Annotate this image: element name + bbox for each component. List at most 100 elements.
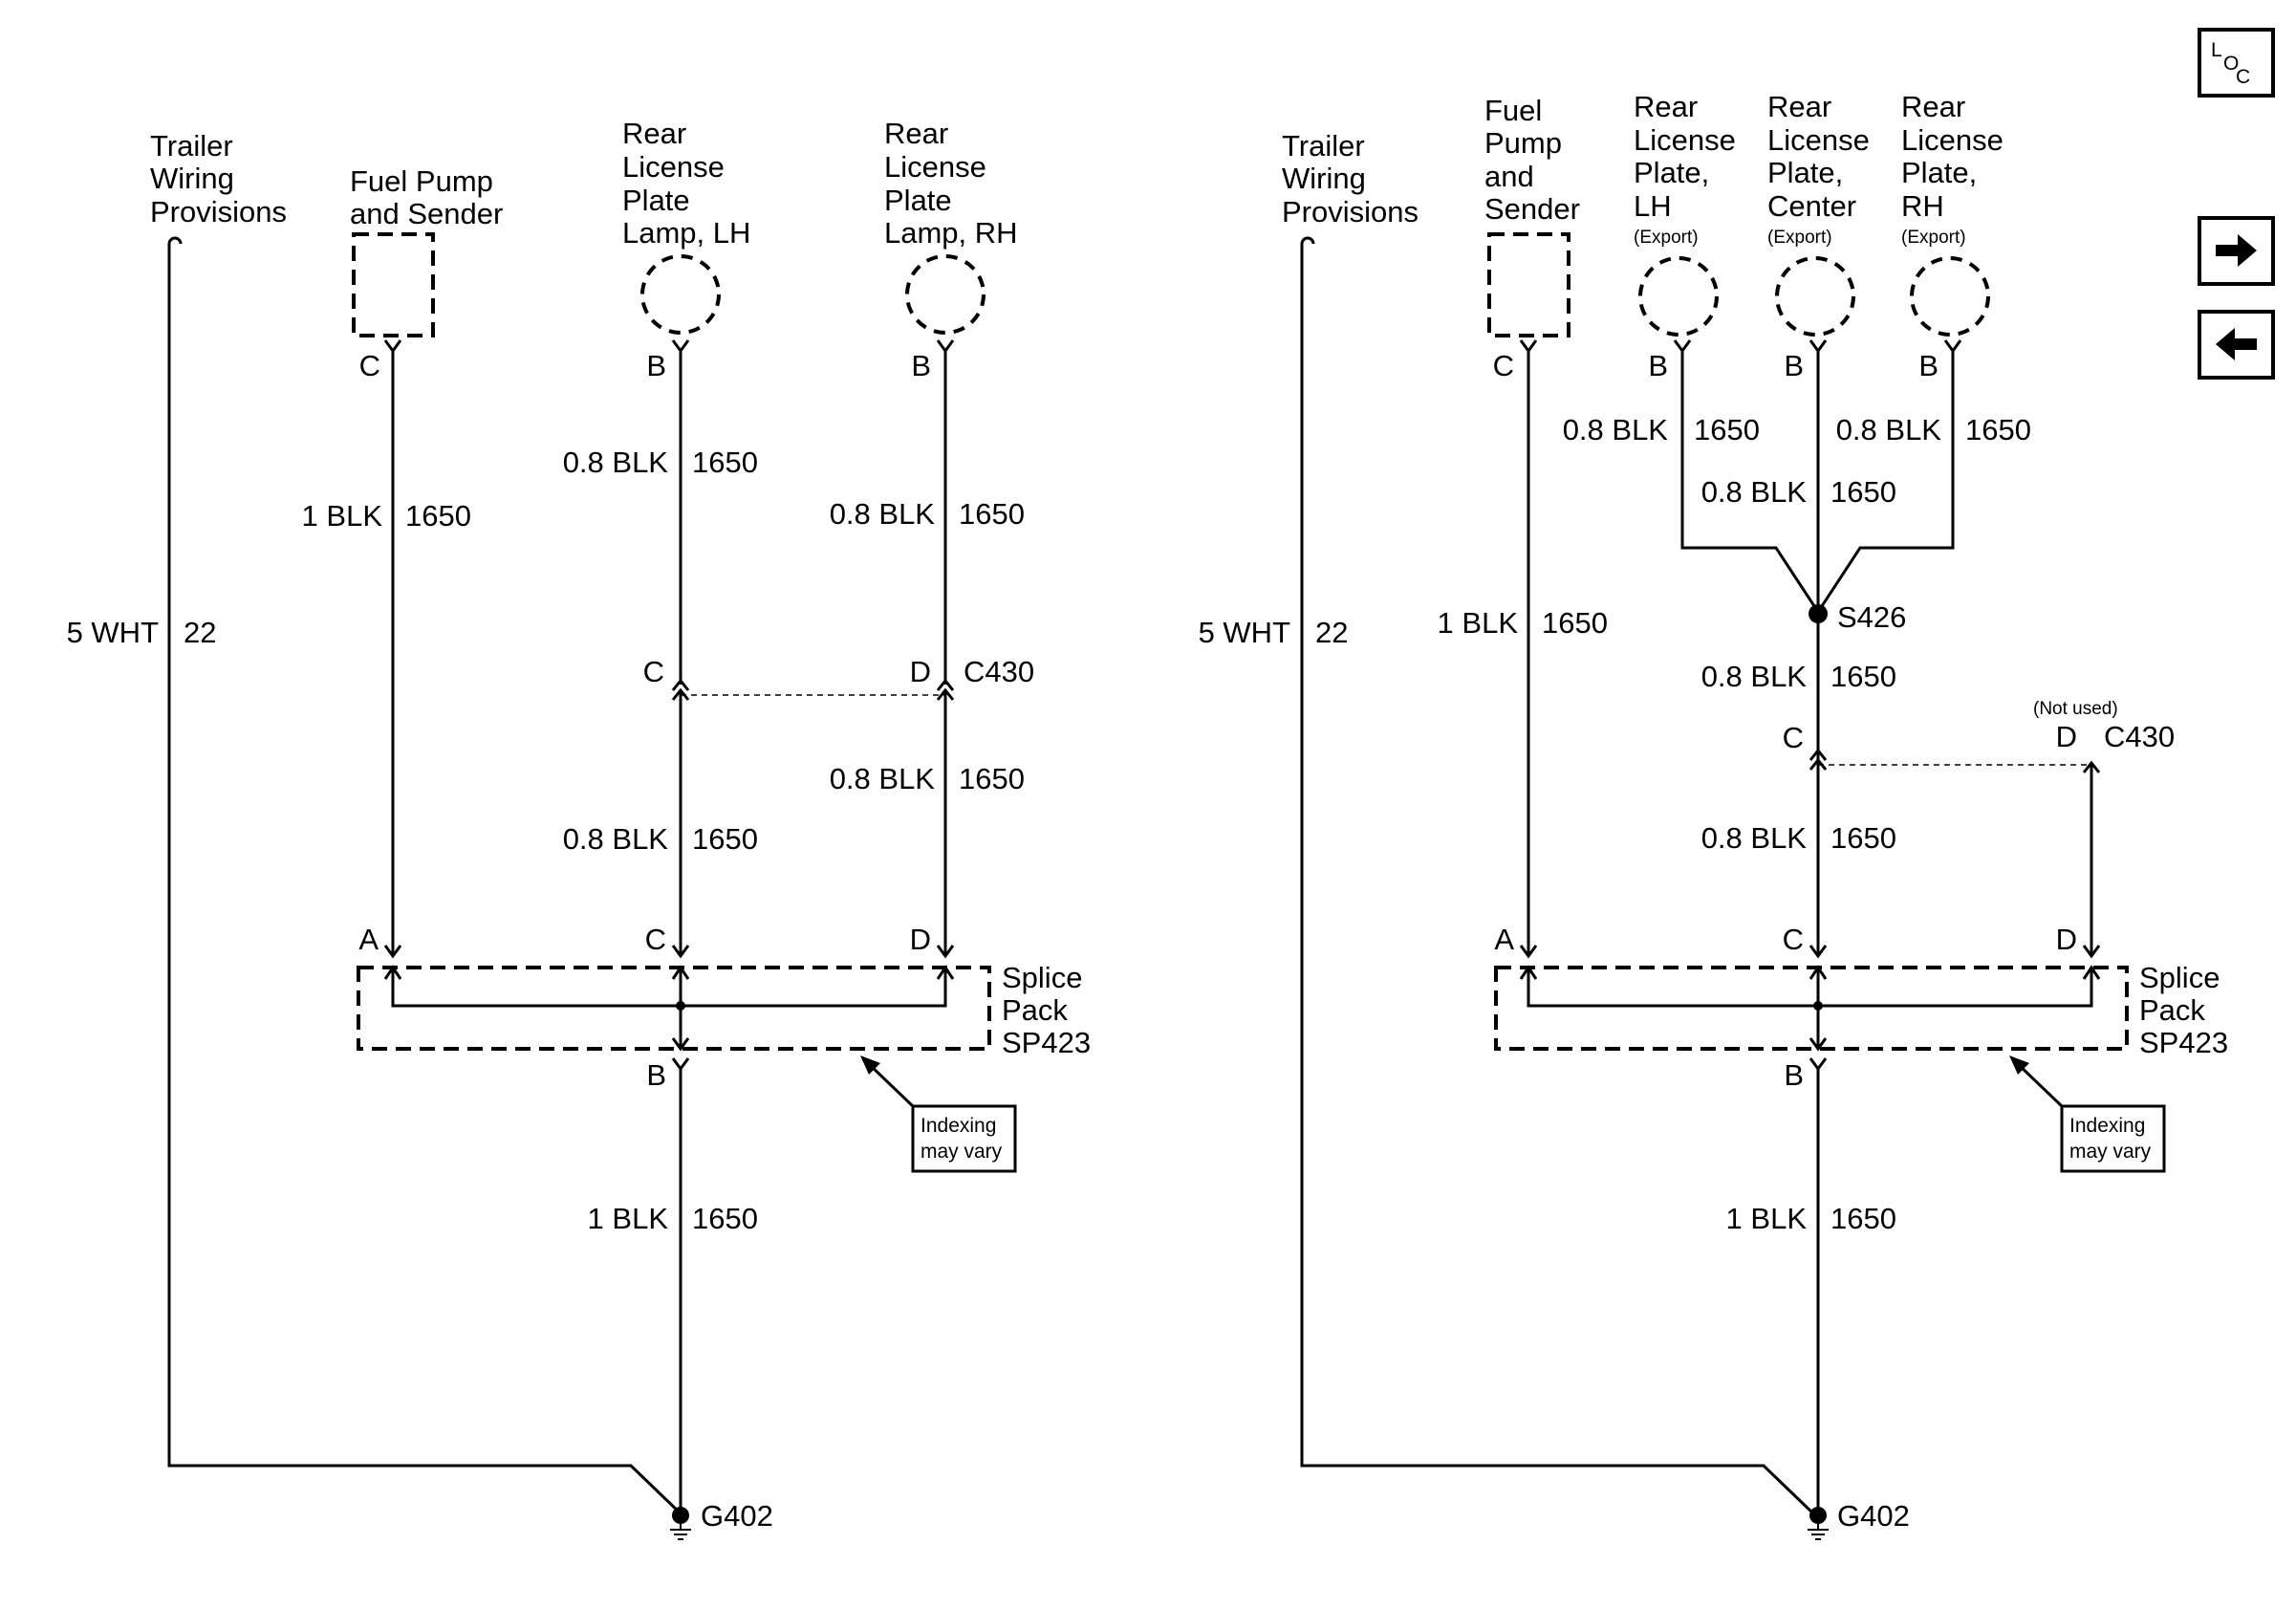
left-trailer-label-1: Trailer <box>150 129 233 163</box>
left-sp-label-1: Splice <box>1002 961 1082 994</box>
left-sp-label-3: SP423 <box>1002 1026 1091 1059</box>
left-fuel-wire-circuit: 1650 <box>405 499 471 533</box>
right-trailer-label-1: Trailer <box>1282 129 1365 163</box>
left-lh-lower-circuit: 1650 <box>692 822 758 856</box>
back-button[interactable] <box>2198 310 2275 380</box>
left-note-text-1: Indexing <box>921 1115 996 1137</box>
right-ground-wire-size: 1 BLK <box>1726 1202 1808 1235</box>
right-sp-pin-b <box>1809 1056 1828 1071</box>
loc-icon: L O C <box>2211 39 2250 88</box>
left-note-text-2: may vary <box>921 1141 1003 1163</box>
left-fuel-pin <box>383 338 402 353</box>
left-lh-upper-size: 0.8 BLK <box>563 446 669 479</box>
left-fuel-pin-label: C <box>359 349 380 382</box>
left-rh-upper-circuit: 1650 <box>959 497 1025 531</box>
left-sp-junction <box>676 1001 685 1011</box>
left-c430-label: C430 <box>964 655 1034 688</box>
right-sp-bus <box>1527 968 2093 1008</box>
right-sp-pin-c-label: C <box>1783 923 1804 956</box>
right-center-wire-size: 0.8 BLK <box>1701 475 1808 509</box>
right-plate-lh-label-3: Plate, <box>1634 156 1709 189</box>
right-plate-rh-label-1: Rear <box>1901 90 1965 123</box>
right-plate-rh-export: (Export) <box>1901 228 1966 248</box>
right-c430-pin-d-label: D <box>2056 720 2077 753</box>
right-plate-center-export: (Export) <box>1767 228 1832 248</box>
right-fuel-wire-size: 1 BLK <box>1438 606 1519 640</box>
right-ground-label: G402 <box>1837 1499 1910 1533</box>
left-sp-pin-b-label: B <box>646 1058 666 1092</box>
loc-letter-o: O <box>2223 53 2239 75</box>
right-sp-pin-d-label: D <box>2056 923 2077 956</box>
left-sp-pin-a-label: A <box>358 923 379 956</box>
left-sp-label-2: Pack <box>1002 993 1068 1027</box>
right-plate-rh-pin-label: B <box>1918 349 1939 382</box>
left-lamp-rh-pin <box>936 338 955 353</box>
left-rh-lower-size: 0.8 BLK <box>830 762 936 795</box>
right-plate-center-label-1: Rear <box>1767 90 1831 123</box>
right-c430-wire-size: 0.8 BLK <box>1701 821 1808 855</box>
right-center-wire-circuit: 1650 <box>1830 475 1896 509</box>
left-rh-upper-size: 0.8 BLK <box>830 497 936 531</box>
left-lamp-lh-label-3: Plate <box>622 184 690 217</box>
left-lamp-rh-label-2: License <box>884 150 986 184</box>
right-plate-lh-component <box>1638 256 1719 337</box>
right-plate-center-pin-label: B <box>1784 349 1804 382</box>
right-sp-pin-b-label: B <box>1784 1058 1804 1092</box>
right-trailer-wire-size: 5 WHT <box>1199 616 1291 649</box>
right-fuel-label-2: Pump <box>1484 126 1562 160</box>
right-s426-wire-size: 0.8 BLK <box>1701 660 1808 693</box>
left-splice-pack <box>357 966 991 1051</box>
left-ground-icon <box>669 1506 692 1540</box>
left-lamp-rh-label-3: Plate <box>884 184 952 217</box>
right-c430-wire-circuit: 1650 <box>1830 821 1896 855</box>
right-trailer-wire-circuit: 22 <box>1315 616 1348 649</box>
right-plate-rh-component <box>1910 256 1990 337</box>
right-note-text-2: may vary <box>2069 1141 2152 1163</box>
right-note-arrow-icon <box>2009 1055 2029 1075</box>
right-fuel-pin-label: C <box>1493 349 1514 382</box>
right-sp-label-2: Pack <box>2139 993 2205 1027</box>
left-lamp-lh-label-2: License <box>622 150 725 184</box>
right-sp-label-3: SP423 <box>2139 1026 2228 1059</box>
right-trailer-wire <box>1300 236 1817 1517</box>
left-note-arrow-line <box>866 1061 915 1108</box>
left-c430-pin-d-label: D <box>910 655 931 688</box>
left-fuel-wire-size: 1 BLK <box>302 499 383 533</box>
right-rh-wire-circuit: 1650 <box>1965 413 2031 446</box>
right-s426-label: S426 <box>1837 600 1906 634</box>
right-plate-lh-label-2: License <box>1634 123 1736 157</box>
right-not-used-label: (Not used) <box>2033 699 2118 719</box>
right-lh-wire-size: 0.8 BLK <box>1563 413 1669 446</box>
right-c430-pin-c-label: C <box>1783 721 1804 754</box>
forward-button[interactable] <box>2198 216 2275 286</box>
right-plate-lh-label-1: Rear <box>1634 90 1698 123</box>
left-note-box <box>911 1104 1017 1173</box>
right-sp-label-1: Splice <box>2139 961 2220 994</box>
left-lamp-lh-pin-label: B <box>646 349 666 382</box>
left-lamp-lh-pin <box>671 338 690 353</box>
loc-letter-l: L <box>2211 39 2222 61</box>
right-splice-pack <box>1494 966 2129 1051</box>
right-ground-wire-circuit: 1650 <box>1830 1202 1896 1235</box>
left-fuel-label-1: Fuel Pump <box>350 164 493 198</box>
left-trailer-wire <box>167 236 684 1517</box>
right-plate-center-label-2: License <box>1767 123 1870 157</box>
right-fuel-pin <box>1519 338 1538 353</box>
right-plate-lh-pin-label: B <box>1648 349 1668 382</box>
loc-button[interactable]: L O C <box>2198 28 2275 98</box>
right-rh-wire-size: 0.8 BLK <box>1836 413 1942 446</box>
left-trailer-wire-size: 5 WHT <box>67 616 160 649</box>
left-ground-label: G402 <box>701 1499 773 1533</box>
right-sp-junction <box>1813 1001 1823 1011</box>
left-trailer-label-3: Provisions <box>150 195 287 228</box>
right-diagram: Trailer Wiring Provisions 5 WHT 22 Fuel … <box>1199 90 2228 1540</box>
right-plate-rh-label-4: RH <box>1901 189 1944 223</box>
right-ground-icon <box>1807 1506 1830 1540</box>
left-rh-lower-circuit: 1650 <box>959 762 1025 795</box>
right-c430-label: C430 <box>2104 720 2175 753</box>
left-ground-wire-size: 1 BLK <box>588 1202 669 1235</box>
left-sp-pin-b <box>671 1056 690 1071</box>
right-plate-lh-pin <box>1673 338 1692 353</box>
right-sp-pin-a-label: A <box>1494 923 1514 956</box>
